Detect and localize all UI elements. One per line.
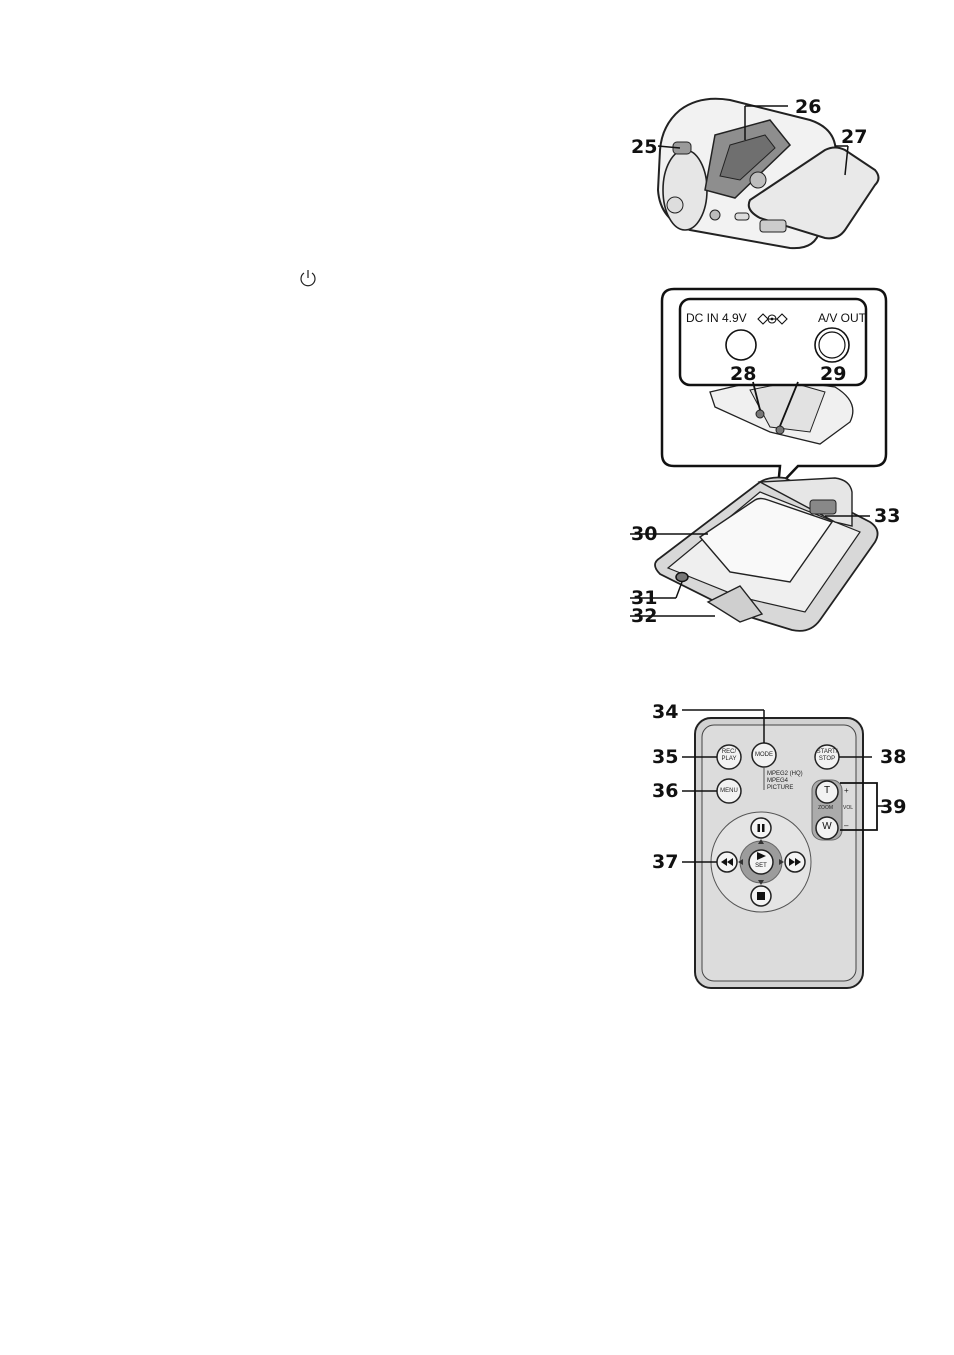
pause-button[interactable] [751,818,771,838]
mode-option-mpeg2: MPEG2 (HQ) [767,771,803,778]
vol-plus-label: + [844,786,849,795]
callout-30: 30 [631,525,657,544]
mode-option-mpeg4: MPEG4 [767,778,803,785]
callout-32: 32 [631,607,657,626]
callout-28: 28 [730,365,756,384]
start-label: START/ [815,749,839,756]
menu-label: MENU [717,788,741,794]
zoom-w-label: W [821,821,833,832]
callout-26: 26 [795,98,821,117]
zoom-t-label: T [821,785,833,796]
callout-27: 27 [841,128,867,147]
dc-in-label: DC IN 4.9V [686,311,747,325]
play-label: PLAY [717,756,741,763]
mode-label: MODE [752,752,776,758]
callout-34: 34 [652,703,678,722]
callout-38: 38 [880,748,906,767]
callout-35: 35 [652,748,678,767]
remote-control [640,700,930,1000]
power-icon [298,268,318,290]
set-label: SET [754,863,768,869]
rec-label: REC/ [717,749,741,756]
vol-label: VOL [843,805,853,811]
dc-in-jack [726,330,756,360]
zoom-label: ZOOM [818,805,833,811]
callout-37: 37 [652,853,678,872]
callout-39: 39 [880,798,906,817]
mode-option-picture: PICTURE [767,785,803,792]
callout-29: 29 [820,365,846,384]
play-set-button[interactable] [749,850,773,874]
stop-label: STOP [815,756,839,763]
callout-25: 25 [631,138,657,157]
cradle-illustration [620,282,920,652]
callout-33: 33 [874,507,900,526]
av-out-label: A/V OUT [818,311,866,325]
callout-36: 36 [652,782,678,801]
vol-minus-label: – [844,821,848,830]
camcorder-illustration [640,90,890,260]
